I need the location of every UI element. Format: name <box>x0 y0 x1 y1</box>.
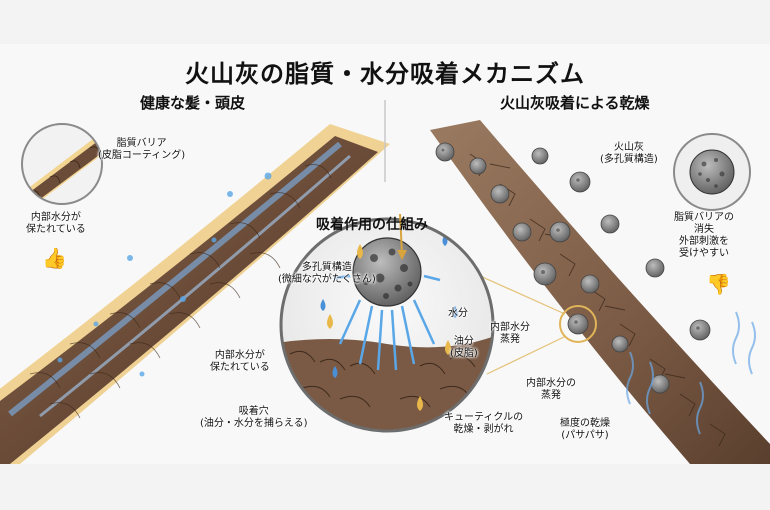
barrier-label: 脂質バリア(皮脂コーティング) <box>98 138 186 161</box>
left-heading: 健康な髪・頭皮 <box>140 94 246 112</box>
pore-label: 吸着穴(油分・水分を捕らえる) <box>200 406 308 429</box>
porous-label: 多孔質構造(微細な穴がたくさん) <box>278 262 376 285</box>
ash-inset <box>673 133 751 211</box>
water-label: 水分 <box>448 308 468 319</box>
damaged-hair <box>430 120 770 464</box>
absorption-arrows <box>333 274 441 371</box>
illustration <box>0 44 770 464</box>
hair-strand <box>0 136 378 464</box>
center-heading: 吸着作用の仕組み <box>316 217 428 233</box>
evaporation-label: 内部水分蒸発 <box>490 322 530 345</box>
barrier-inset <box>21 123 103 205</box>
healthy-hair <box>0 124 390 464</box>
evaporation-label-2: 内部水分の蒸発 <box>526 378 576 401</box>
ash-particles <box>435 142 711 394</box>
extreme-dryness-label: 極度の乾燥(パサパサ) <box>560 418 610 441</box>
moisture-label-main: 内部水分が保たれている <box>210 350 270 373</box>
right-heading: 火山灰吸着による乾燥 <box>500 94 650 112</box>
focus-ring <box>559 305 597 343</box>
cuticle-label: キューティクルの乾燥・剥がれ <box>444 412 524 435</box>
evaporation-lines <box>626 311 756 435</box>
ash-label: 火山灰(多孔質構造) <box>600 142 658 165</box>
oil-label: 油分(皮脂) <box>450 336 478 359</box>
thumbs-down-icon: 👎 <box>706 272 731 296</box>
barrier-loss-label: 脂質バリアの消失 外部刺激を受けやすい <box>674 212 734 259</box>
page-title: 火山灰の脂質・水分吸着メカニズム <box>185 60 585 88</box>
moisture-label-left: 内部水分が保たれている <box>26 212 86 235</box>
thumbs-up-icon: 👍 <box>42 246 67 270</box>
oil-drops <box>327 244 451 411</box>
